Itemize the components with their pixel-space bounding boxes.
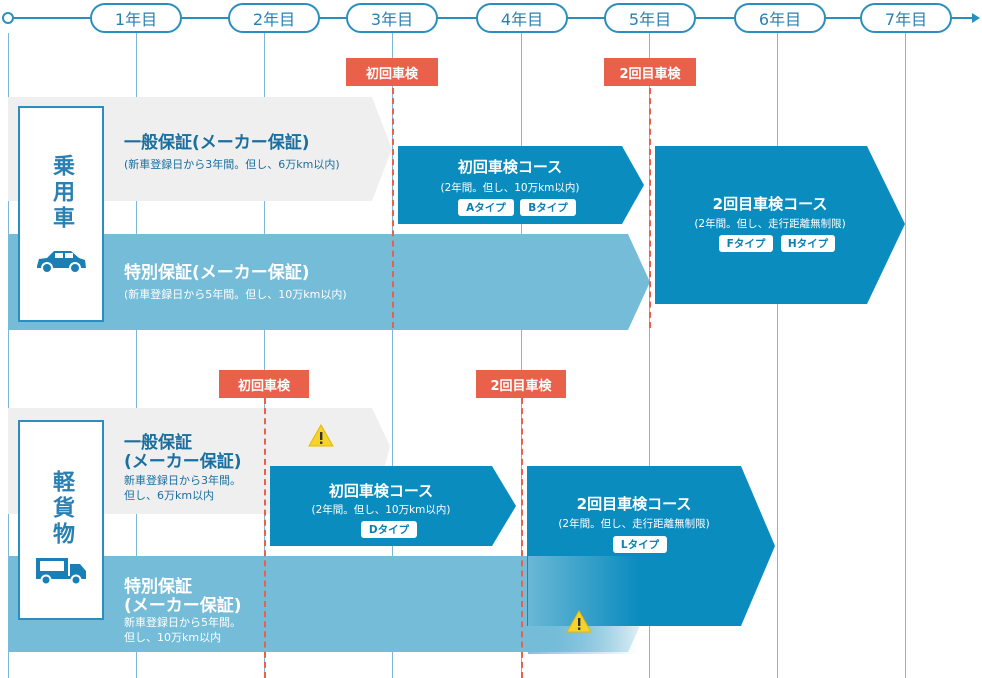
grid-line-5	[649, 33, 650, 678]
merge-fade	[528, 556, 638, 654]
type-chip-d: Dタイプ	[361, 521, 417, 538]
passenger-general-warranty-band	[8, 97, 392, 201]
type-chip-f: Fタイプ	[719, 235, 773, 252]
year-5: 5年目	[604, 3, 696, 33]
passenger-course2-band	[655, 146, 905, 304]
passenger-general-title: 一般保証(メーカー保証)	[124, 133, 310, 153]
passenger-course1-title: 初回車検コース	[457, 158, 563, 176]
passenger-second-inspection-tag: 2回目車検	[604, 58, 696, 86]
passenger-category-label: 乗用車	[49, 154, 74, 232]
truck-category-label: 軽貨物	[49, 470, 74, 548]
truck-special-warranty-band	[8, 556, 650, 652]
passenger-special-warranty-band	[8, 234, 650, 330]
truck-general-desc-1: 新車登録日から3年間。	[124, 474, 241, 487]
truck-general-title-2: (メーカー保証)	[124, 452, 242, 472]
truck-special-desc-1: 新車登録日から5年間。	[124, 616, 241, 629]
passenger-first-inspection-line	[392, 88, 394, 328]
truck-first-inspection-tag: 初回車検	[219, 370, 309, 398]
grid-line-0	[8, 33, 9, 678]
truck-general-title-1: 一般保証	[124, 433, 192, 453]
year-2: 2年目	[228, 3, 320, 33]
passenger-special-title: 特別保証(メーカー保証)	[124, 263, 310, 283]
passenger-course2-desc: (2年間。但し、走行距離無制限)	[694, 218, 846, 230]
truck-second-inspection-line	[521, 398, 523, 678]
grid-line-2	[264, 33, 265, 678]
grid-line-7	[905, 33, 906, 678]
truck-course1-band	[270, 466, 516, 546]
grid-line-6	[777, 33, 778, 678]
passenger-general-desc: (新車登録日から3年間。但し、6万km以内)	[124, 158, 340, 171]
grid-line-1	[136, 33, 137, 678]
passenger-second-inspection-line	[649, 88, 651, 328]
passenger-category-box: 乗用車	[18, 106, 104, 322]
type-chip-b: Bタイプ	[520, 199, 576, 216]
truck-category-box: 軽貨物	[18, 420, 104, 620]
grid-line-4	[521, 33, 522, 678]
year-1: 1年目	[90, 3, 182, 33]
year-4: 4年目	[476, 3, 568, 33]
truck-icon	[36, 558, 86, 586]
year-6: 6年目	[734, 3, 826, 33]
warning-icon	[308, 424, 334, 447]
truck-course1-title: 初回車検コース	[328, 482, 434, 500]
passenger-special-desc: (新車登録日から5年間。但し、10万km以内)	[124, 288, 347, 301]
year-7: 7年目	[860, 3, 952, 33]
truck-course2-desc: (2年間。但し、走行距離無制限)	[558, 518, 710, 530]
truck-special-title-1: 特別保証	[124, 577, 192, 597]
passenger-course2-title: 2回目車検コース	[712, 195, 828, 213]
passenger-course1-desc: (2年間。但し、10万km以内)	[440, 182, 580, 194]
type-chip-h: Hタイプ	[781, 235, 835, 252]
truck-course2-title: 2回目車検コース	[576, 495, 692, 513]
truck-course1-desc: (2年間。但し、10万km以内)	[311, 504, 451, 516]
grid-line-3	[392, 33, 393, 678]
type-chip-a: Aタイプ	[458, 199, 514, 216]
truck-special-title-2: (メーカー保証)	[124, 596, 242, 616]
warning-icon	[566, 610, 592, 633]
truck-general-desc-2: 但し、6万km以内	[124, 489, 215, 502]
truck-second-inspection-tag: 2回目車検	[476, 370, 566, 398]
arrow-right-icon	[972, 13, 980, 23]
truck-first-inspection-line	[264, 398, 266, 678]
type-chip-l: Lタイプ	[613, 536, 667, 553]
year-3: 3年目	[346, 3, 438, 33]
truck-special-desc-2: 但し、10万km以内	[124, 631, 222, 644]
car-icon	[37, 251, 86, 274]
passenger-first-inspection-tag: 初回車検	[346, 58, 438, 86]
